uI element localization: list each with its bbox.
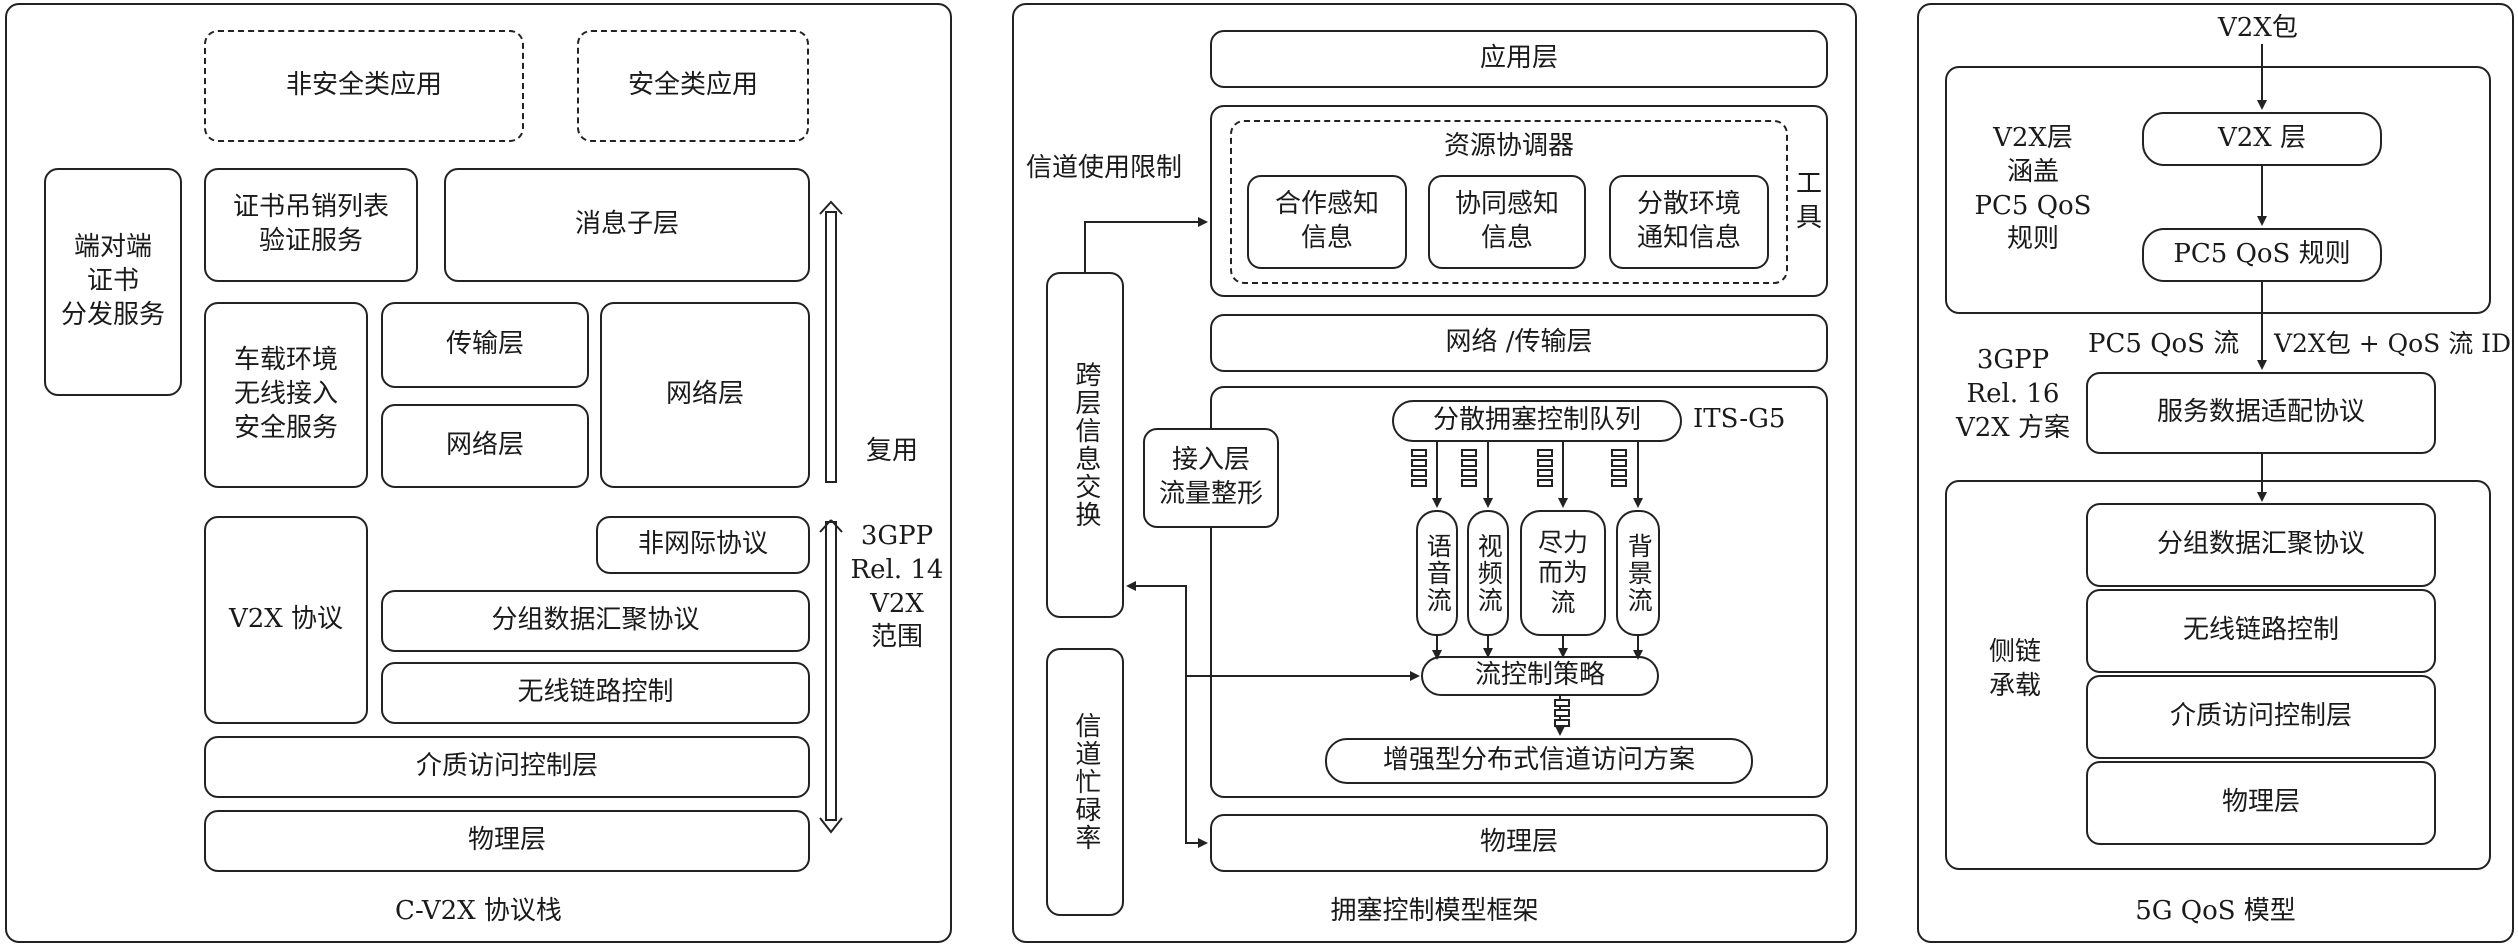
physical-layer-box: 物理层 [204,810,810,872]
its-g5-container [1210,386,1828,798]
collab-awareness-box: 协同感知 信息 [1428,175,1586,269]
panel3-caption: 5G QoS 模型 [2135,896,2296,926]
background-flow-box: 背景流 [1616,510,1660,636]
edca-box: 增强型分布式信道访问方案 [1325,738,1753,784]
physical-layer-2-box: 物理层 [1210,814,1828,872]
video-flow-box: 视频流 [1467,510,1509,636]
mac-3-box: 介质访问控制层 [2086,675,2436,759]
flow-policy-to-cross-layer-arrow [1126,581,1187,676]
mac-layer-box: 介质访问控制层 [204,736,810,798]
v2x-layer-box: V2X 层 [2142,112,2382,166]
v2x-packet-label: V2X包 [2218,13,2298,43]
scope-arrow-shaft [825,521,837,821]
pdcp-box: 分组数据汇聚协议 [381,590,810,652]
cross-layer-exchange-box: 跨层信息交换 [1046,272,1124,618]
panel1-caption: C-V2X 协议栈 [395,896,562,926]
voice-flow-box: 语音流 [1416,510,1458,636]
crl-verification-box: 证书吊销列表 验证服务 [204,168,418,282]
application-layer-box: 应用层 [1210,30,1828,88]
channel-busy-ratio-box: 信道忙碌率 [1046,648,1124,916]
congestion-control-panel [1012,3,1857,943]
safety-apps-box: 安全类应用 [577,30,809,142]
transport-layer-box: 传输层 [381,302,589,388]
panel2-caption: 拥塞控制模型框架 [1330,896,1539,926]
coop-awareness-box: 合作感知 信息 [1247,175,1407,269]
sidelink-container [1945,480,2491,870]
v2x-packet-flow-id-label: V2X包 + QoS 流 ID [2274,329,2512,358]
cv2x-protocol-stack-panel [5,3,952,943]
dcc-queue-box: 分散拥塞控制队列 [1392,400,1682,442]
network-layer-big-box: 网络层 [600,302,810,488]
multiplex-label: 复用 [866,436,919,466]
cross-layer-to-tools-arrow [1084,217,1208,272]
non-ip-box: 非网际协议 [596,516,810,574]
flow-control-policy-box: 流控制策略 [1421,656,1659,696]
sidelink-bearer-label: 侧链 承载 [1988,637,2041,701]
5g-qos-model-panel [1917,3,2514,943]
phy-3-box: 物理层 [2086,761,2436,845]
v2x-protocol-box: V2X 协议 [204,516,368,724]
its-g5-label: ITS-G5 [1693,404,1786,434]
pc5-qos-rules-box: PC5 QoS 规则 [2142,228,2382,282]
tools-label: 工 具 [1795,169,1822,233]
scope-arrowhead-top [819,519,832,533]
access-traffic-shaping-box: 接入层 流量整形 [1143,428,1279,528]
message-sublayer-box: 消息子层 [444,168,810,282]
non-safety-apps-box: 非安全类应用 [204,30,524,142]
tools-container [1210,105,1828,297]
v2x-layer-desc-label: V2X层 涵盖 PC5 QoS 规则 [1974,123,2092,255]
rlc-box: 无线链路控制 [381,662,810,724]
multiplex-arrowhead [819,200,843,215]
sdap-box: 服务数据适配协议 [2086,372,2436,454]
denm-box: 分散环境 通知信息 [1609,175,1769,269]
v2x-layer-container [1945,66,2491,314]
network-layer-small-box: 网络层 [381,404,589,488]
rel16-scheme-label: 3GPP Rel. 16 V2X 方案 [1955,345,2071,443]
pdcp-3-box: 分组数据汇聚协议 [2086,503,2436,587]
wave-security-box: 车载环境 无线接入 安全服务 [204,302,368,488]
scope-arrowhead-bottom [819,817,843,834]
queue-glyphs [1411,449,1627,727]
rel14-scope-label: 3GPP Rel. 14 V2X 范围 [850,521,944,653]
multiplex-arrow [825,211,837,483]
resource-coordinator-label: 资源协调器 [1443,131,1574,161]
e2e-cert-distribution-box: 端对端 证书 分发服务 [44,168,182,396]
best-effort-flow-box: 尽力 而为 流 [1520,510,1606,636]
rlc-3-box: 无线链路控制 [2086,589,2436,673]
shaping-to-phy-arrow [1185,676,1208,848]
channel-usage-limit-label: 信道使用限制 [1026,153,1183,183]
pc5-qos-flow-label: PC5 QoS 流 [2088,329,2240,359]
network-transport-box: 网络 /传输层 [1210,314,1828,372]
